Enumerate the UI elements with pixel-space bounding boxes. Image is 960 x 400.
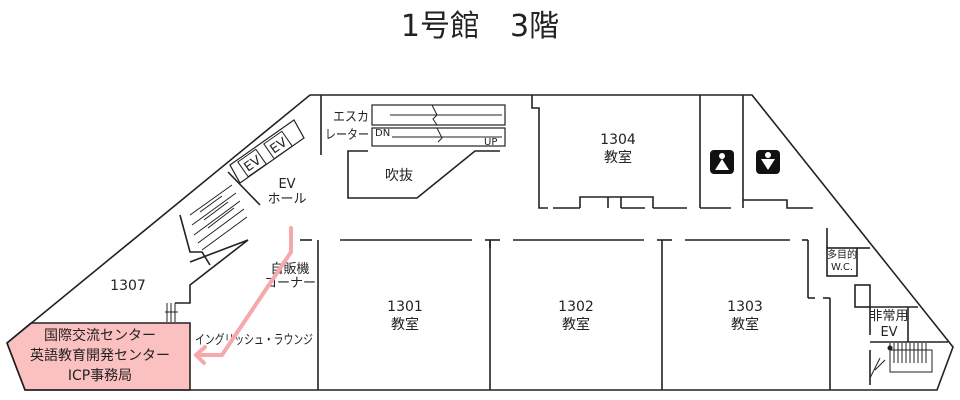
svg-text:教室: 教室 — [391, 316, 419, 333]
escalator-label-2: レーター — [325, 128, 369, 143]
elevators: EV EV — [229, 119, 305, 184]
stairs-left — [189, 184, 248, 251]
svg-text:教室: 教室 — [562, 316, 590, 333]
atrium-label: 吹抜 — [385, 168, 413, 184]
office-line-2: 英語教育開発センター — [30, 347, 170, 364]
room-1302[interactable]: 1302 教室 — [558, 299, 594, 333]
escalator-label-1: エスカ — [333, 110, 369, 125]
multi-wc-label-2: W.C. — [831, 262, 853, 273]
interior-walls — [175, 95, 948, 390]
emergency-ev-label-2: EV — [880, 325, 897, 340]
emergency-ev-label-1: 非常用 — [869, 309, 908, 324]
multi-wc-label-1: 多目的 — [827, 248, 857, 261]
ev-hall-label-1: EV — [278, 177, 295, 192]
escalator-up-label: UP — [484, 137, 497, 148]
svg-text:教室: 教室 — [731, 316, 759, 333]
lounge-label: イングリッシュ・ラウンジ — [195, 333, 313, 348]
stairs-right — [869, 343, 933, 379]
route-arrow — [194, 226, 293, 365]
stairs-small — [165, 303, 178, 322]
room-1304[interactable]: 1304 教室 — [600, 132, 636, 166]
female-restroom-icon — [710, 150, 734, 174]
vending-label-2: コーナー — [264, 276, 316, 291]
svg-text:1304: 1304 — [600, 132, 636, 148]
svg-text:1301: 1301 — [387, 299, 423, 315]
office-line-1: 国際交流センター — [44, 327, 156, 344]
office-line-3: ICP事務局 — [68, 368, 132, 384]
svg-text:教室: 教室 — [604, 149, 632, 166]
room-1303[interactable]: 1303 教室 — [727, 299, 763, 333]
room-1301[interactable]: 1301 教室 — [387, 299, 423, 333]
svg-text:1303: 1303 — [727, 299, 763, 315]
room-1307[interactable]: 1307 — [110, 278, 146, 294]
escalator-dn-label: DN — [375, 128, 390, 139]
outer-walls — [6, 94, 954, 391]
escalators: エスカ レーター DN UP — [325, 104, 506, 148]
male-restroom-icon — [756, 150, 780, 174]
floor-title: 1号館 3階 — [401, 9, 559, 44]
svg-text:1302: 1302 — [558, 299, 594, 315]
ev-hall-label-2: ホール — [267, 192, 306, 207]
